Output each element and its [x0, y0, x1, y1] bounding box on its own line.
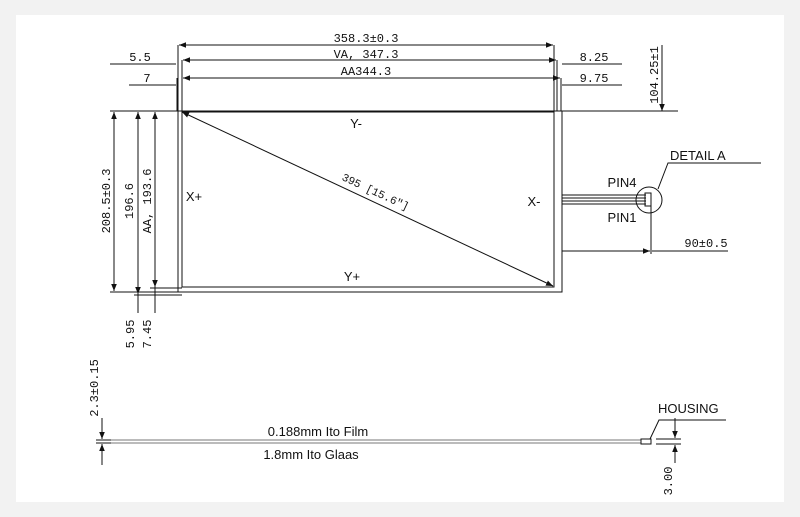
x-plus-label: X+ — [186, 189, 202, 204]
y-plus-label: Y+ — [344, 269, 360, 284]
left-va-offset-label: 5.5 — [129, 51, 151, 65]
housing-leader — [649, 419, 726, 440]
housing-label: HOUSING — [658, 401, 719, 416]
left-aa-offset-label: 7 — [143, 72, 150, 86]
overall-height-label: 208.5±0.3 — [100, 169, 114, 234]
housing-thickness-label: 3.00 — [662, 467, 676, 496]
tail-length-label: 104.25±1 — [648, 46, 662, 104]
pin4-label: PIN4 — [608, 175, 637, 190]
housing-shape — [640, 438, 652, 445]
glass-layer-label: 1.8mm Ito Glaas — [263, 447, 359, 462]
y-minus-label: Y- — [350, 116, 362, 131]
pin1-label: PIN1 — [608, 210, 637, 225]
detail-a-leader — [657, 162, 761, 190]
right-aa-offset-label: 9.75 — [580, 72, 609, 86]
film-layer-label: 0.188mm Ito Film — [268, 424, 368, 439]
x-minus-label: X- — [528, 194, 541, 209]
bottom-va-offset-label: 5.95 — [124, 320, 138, 349]
aa-width-label: AA344.3 — [341, 65, 391, 79]
side-thickness-label: 2.3±0.15 — [88, 359, 102, 417]
detail-a-circle — [635, 186, 663, 214]
bottom-aa-offset-label: 7.45 — [141, 320, 155, 349]
drawing-frame: 358.3±0.3 VA, 347.3 AA344.3 5.5 7 8.25 9… — [16, 15, 784, 502]
va-width-label: VA, 347.3 — [334, 48, 399, 62]
detail-a-label: DETAIL A — [670, 148, 726, 163]
va-height-label: 196.6 — [123, 183, 137, 219]
diagonal-label: 395 [15.6"] — [339, 172, 410, 214]
aa-height-label: AA, 193.6 — [141, 169, 155, 234]
overall-width-label: 358.3±0.3 — [334, 32, 399, 46]
diagonal-dimension — [181, 111, 554, 287]
touch-panel-drawing: 358.3±0.3 VA, 347.3 AA344.3 5.5 7 8.25 9… — [88, 32, 761, 496]
pin-connector — [644, 192, 652, 207]
panel-outer-outline — [177, 110, 563, 293]
pin-to-edge-label: 90±0.5 — [684, 237, 727, 251]
right-va-offset-label: 8.25 — [580, 51, 609, 65]
